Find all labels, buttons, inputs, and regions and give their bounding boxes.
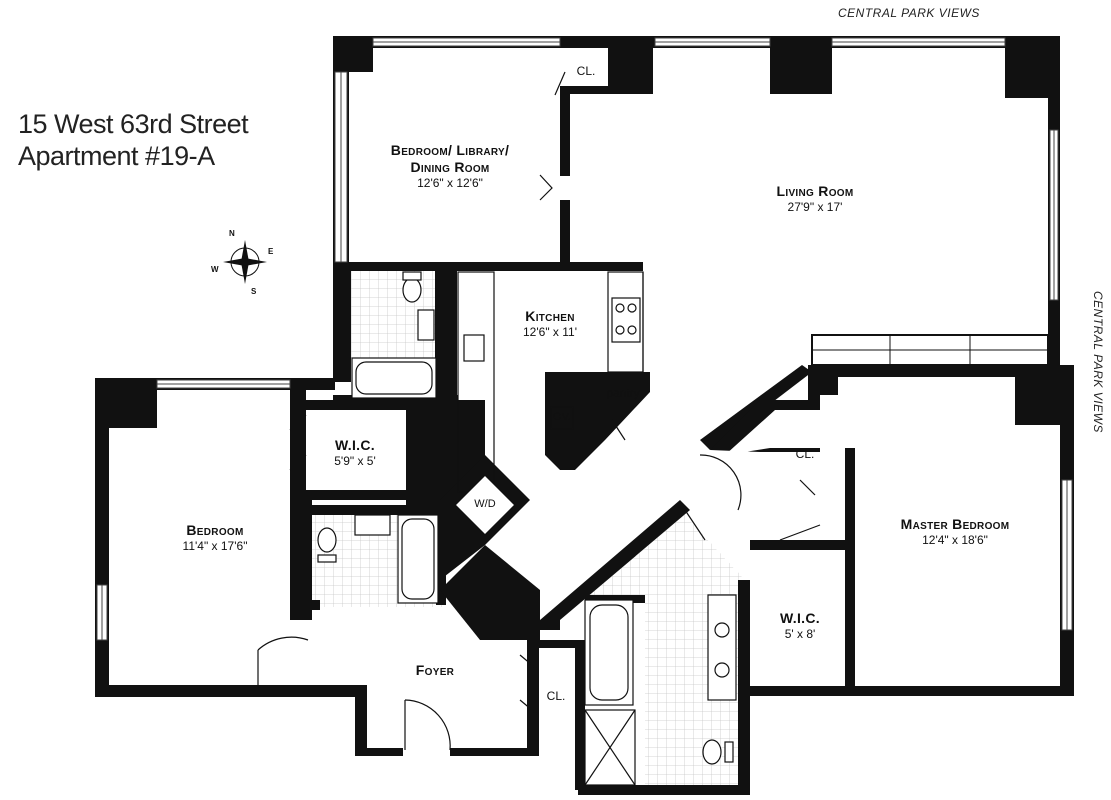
washer-dryer-label: W/D — [474, 498, 496, 510]
room-master-bedroom: Master Bedroom 12'4" x 18'6" — [870, 516, 1040, 547]
room-bedroom: Bedroom 11'4" x 17'6" — [150, 522, 280, 553]
room-name: Bedroom — [186, 522, 244, 538]
closet-master-label: CL. — [795, 447, 815, 461]
bath-fixtures — [317, 271, 737, 786]
room-wic-west: W.I.C. 5'9" x 5' — [305, 437, 405, 468]
room-dims: 12'6" x 11' — [523, 324, 577, 339]
room-living: Living Room 27'9" x 17' — [740, 183, 890, 214]
room-name: W.I.C. — [335, 437, 375, 453]
room-kitchen: Kitchen 12'6" x 11' — [500, 308, 600, 339]
views-top-label: CENTRAL PARK VIEWS — [838, 6, 980, 20]
room-name-line-2: Dining Room — [410, 158, 490, 175]
compass-n: N — [229, 229, 235, 238]
room-name: W.I.C. — [780, 610, 820, 626]
views-right-label: CENTRAL PARK VIEWS — [1091, 291, 1105, 433]
room-name: Living Room — [776, 183, 854, 199]
door-swings — [257, 71, 821, 751]
room-dims: 27'9" x 17' — [787, 199, 843, 214]
address-line-1: 15 West 63rd Street — [18, 109, 249, 139]
room-dims: 12'4" x 18'6" — [922, 532, 988, 547]
room-bedroom-library: Bedroom/ Library/ Dining Room 12'6" x 12… — [360, 142, 540, 190]
compass-e: E — [268, 247, 274, 256]
room-name: Foyer — [415, 662, 455, 678]
walls — [95, 36, 1074, 795]
closet-top-label: CL. — [576, 64, 596, 78]
closet-foyer-label: CL. — [546, 689, 566, 703]
window-bay — [811, 334, 1049, 366]
room-name-line-1: Bedroom/ Library/ — [390, 142, 510, 158]
room-name: Master Bedroom — [900, 516, 1010, 532]
window-mullions — [101, 41, 1068, 640]
compass-icon — [223, 240, 267, 284]
address-line-2: Apartment #19-A — [18, 141, 215, 171]
room-dims: 12'6" x 12'6" — [417, 175, 483, 190]
washer-dryer-box — [453, 473, 517, 537]
compass-w: W — [211, 265, 219, 274]
room-dims: 5'9" x 5' — [334, 453, 376, 468]
pantry-label: pantry — [606, 386, 640, 400]
room-name: Kitchen — [525, 308, 575, 324]
closet-interiors — [566, 54, 840, 455]
room-foyer: Foyer — [395, 662, 475, 679]
room-wic-master: W.I.C. 5' x 8' — [760, 610, 840, 641]
room-dims: 5' x 8' — [784, 626, 816, 641]
room-dims: 11'4" x 17'6" — [182, 538, 248, 553]
oven-label: OV. — [553, 411, 571, 423]
compass-s: S — [251, 287, 257, 296]
